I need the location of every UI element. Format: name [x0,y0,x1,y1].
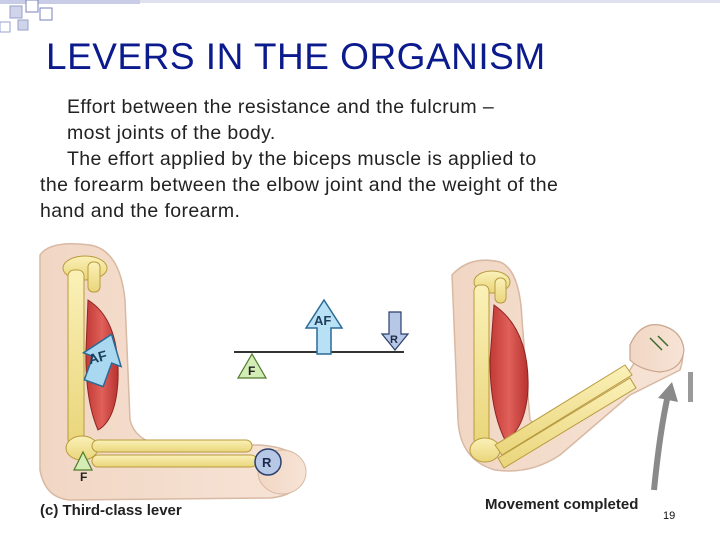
slide-title: LEVERS IN THE ORGANISM [46,36,546,77]
paragraph-2-line-3: hand and the forearm. [40,200,241,222]
arm-af-label: AF [87,347,110,367]
diagram-fulcrum-label: F [248,364,255,378]
hand-resistance-label: R [262,455,272,470]
left-arm-drawing: AF F R [39,243,307,501]
top-rule [140,0,720,3]
right-arm-drawing [451,259,693,491]
diagram-af-label: AF [314,313,331,328]
corner-decoration [0,0,140,33]
elbow-fulcrum-label: F [80,470,87,484]
paragraph-1-line-1: Effort between the resistance and the fu… [67,96,495,118]
paragraph-1-line-2: most joints of the body. [67,122,276,144]
figure-caption-right: Movement completed [485,496,639,513]
diagram-resistance-label: R [390,334,398,346]
paragraph-2-line-1: The effort applied by the biceps muscle … [67,148,537,170]
figure-caption-left: (c) Third-class lever [40,502,182,519]
paragraph-2-line-2: the forearm between the elbow joint and … [40,174,559,196]
page-number: 19 [663,510,676,522]
lever-diagram: AF R F [234,298,410,379]
slide-body: Effort between the resistance and the fu… [40,94,680,224]
